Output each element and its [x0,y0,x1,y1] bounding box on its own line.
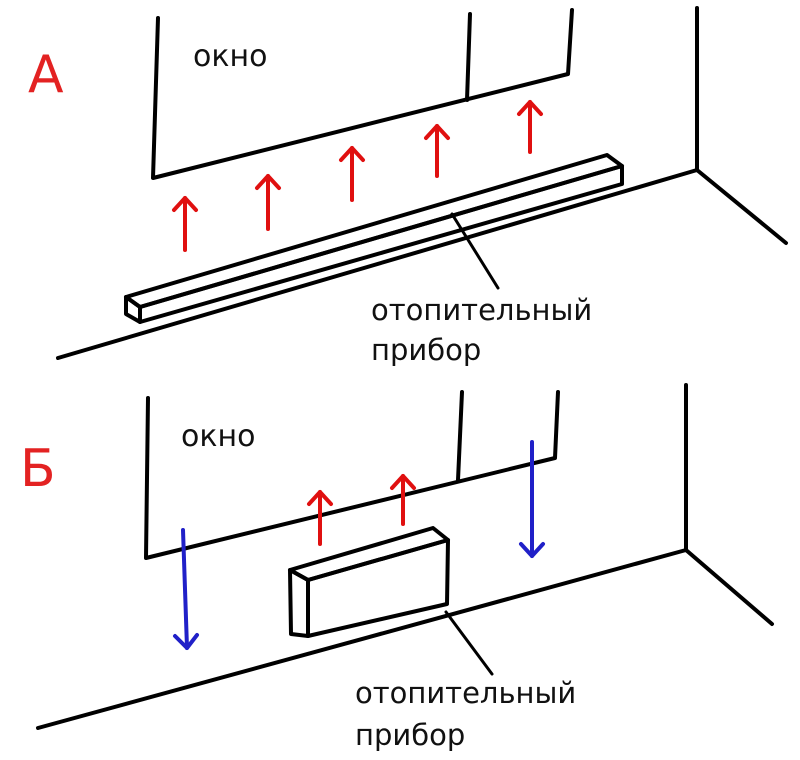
panel-b-warm-arrows [307,474,416,546]
panel-a-leader-line [450,212,500,290]
panel-a-window [151,8,574,180]
panel-a-heater-top [124,153,624,309]
warm-arrow-up-icon [255,174,281,231]
panel-b-leader-line [444,610,494,676]
panel-a-letter: А [28,45,64,105]
panel-b-cold-arrows [173,440,545,650]
warm-arrow-up-icon [517,100,543,154]
panel-b-heater [288,526,450,638]
panel-a-window-label: окно [193,39,267,74]
panel-a-wall-corner [56,6,788,360]
warm-arrow-up-icon [307,490,333,546]
panel-a-heater [124,153,624,324]
panel-b-heater-label-line1: отопительный [355,676,576,710]
warm-arrow-up-icon [390,474,416,526]
panel-a-window-frame [151,8,574,180]
panel-b-window-frame [144,390,560,560]
panel-b-window-label: окно [181,419,255,454]
warm-arrow-up-icon [339,146,365,202]
panel-b: Б окно отопительный прибор [20,383,774,752]
panel-b-wall-corner [36,383,774,730]
panel-b-heater-side [288,568,310,638]
panel-b-corner-line [684,548,774,626]
panel-a-heater-end [124,295,142,324]
panel-b-floor-line [36,548,688,730]
cold-arrow-down-icon [519,440,545,558]
warm-arrow-up-icon [172,196,198,252]
panel-a-corner-line [695,168,788,245]
panel-a-heater-label-line2: прибор [371,333,481,367]
panel-b-letter: Б [20,439,56,499]
panel-a-floor-line [56,168,699,360]
warm-arrow-up-icon [424,124,450,178]
cold-arrow-down-icon [173,528,199,650]
panel-a-heater-label-line1: отопительный [371,293,592,327]
panel-a: А окно отопительный прибор [28,6,788,367]
panel-b-window-divider [456,390,464,482]
panel-a-warm-arrows [172,100,543,252]
panel-b-heater-top [288,526,450,582]
panel-b-heater-label-line2: прибор [355,718,465,752]
panel-a-window-divider [465,12,472,102]
panel-b-window [144,390,560,560]
